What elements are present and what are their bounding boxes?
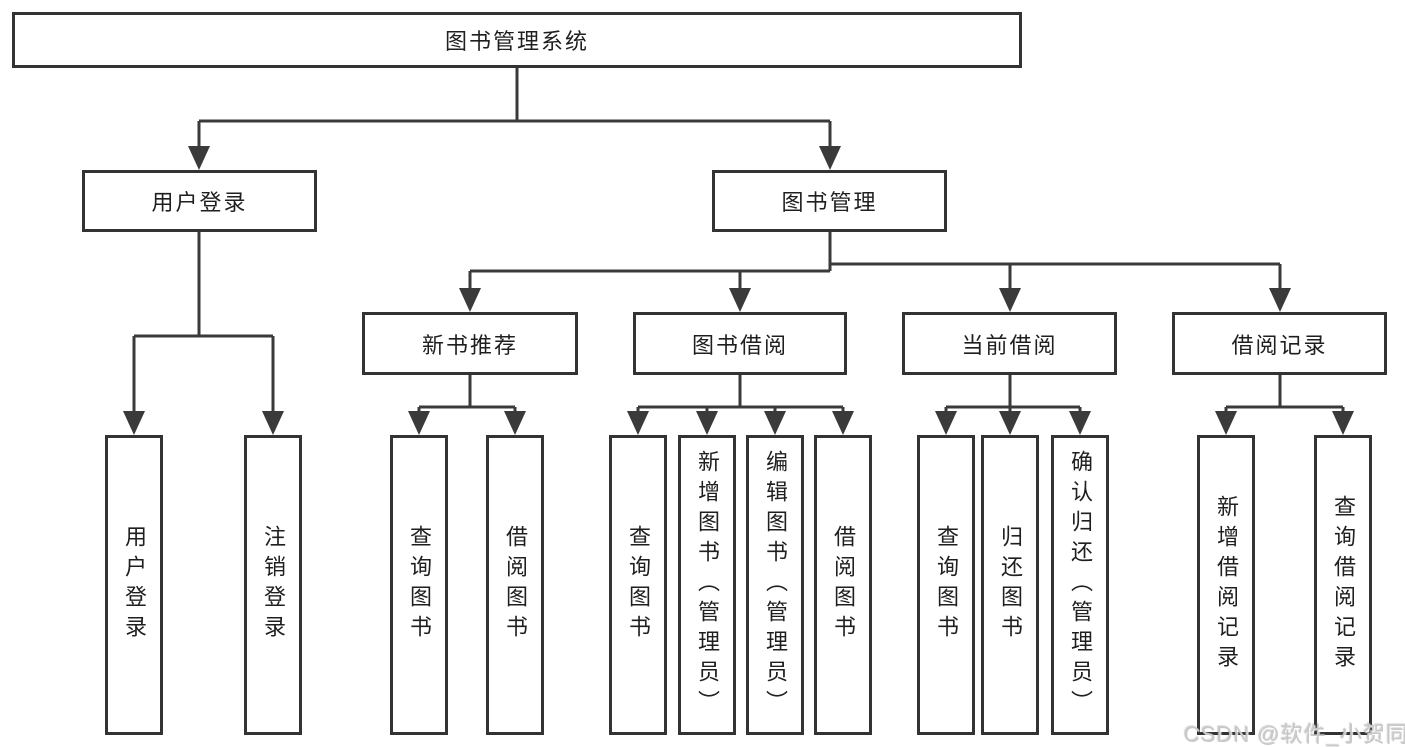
arrow-leaf-bb3 <box>832 411 854 435</box>
arrow-current-borrow <box>999 288 1021 312</box>
leaf-borrow-books: 借阅图书 <box>814 435 872 735</box>
leaf-add-borrow-record: 新增借阅记录 <box>1197 435 1255 735</box>
arrow-book-mgmt <box>819 146 841 170</box>
arrow-leaf-cb2 <box>1069 411 1091 435</box>
leaf-query-books-recommend: 查询图书 <box>390 435 448 735</box>
arrow-leaf-ul1 <box>262 411 284 435</box>
arrow-borrow-record <box>1269 288 1291 312</box>
arrow-leaf-nb1 <box>504 411 526 435</box>
arrow-leaf-cb0 <box>935 411 957 435</box>
arrow-user-login <box>188 146 210 170</box>
leaf-return-book: 归还图书 <box>981 435 1039 735</box>
leaf-add-book-admin: 新增图书（管理员） <box>678 435 736 735</box>
leaf-confirm-return-admin: 确认归还（管理员） <box>1051 435 1109 735</box>
arrow-new-book <box>459 288 481 312</box>
arrow-leaf-bb0 <box>627 411 649 435</box>
leaf-query-books-current: 查询图书 <box>917 435 975 735</box>
leaf-query-borrow-record: 查询借阅记录 <box>1314 435 1372 735</box>
arrow-leaf-bb2 <box>764 411 786 435</box>
arrow-leaf-rc0 <box>1215 411 1237 435</box>
leaf-query-books-borrow: 查询图书 <box>609 435 667 735</box>
leaf-user-login: 用户登录 <box>105 435 163 735</box>
arrow-leaf-ul0 <box>123 411 145 435</box>
node-book-management: 图书管理 <box>712 170 947 232</box>
arrow-leaf-nb0 <box>408 411 430 435</box>
node-current-borrow: 当前借阅 <box>902 312 1117 375</box>
arrow-leaf-rc1 <box>1332 411 1354 435</box>
arrow-leaf-cb1 <box>999 411 1021 435</box>
leaf-borrow-books-recommend: 借阅图书 <box>486 435 544 735</box>
node-root-system: 图书管理系统 <box>12 12 1022 68</box>
node-book-borrow: 图书借阅 <box>633 312 847 375</box>
arrow-book-borrow <box>729 288 751 312</box>
node-borrow-record: 借阅记录 <box>1172 312 1387 375</box>
arrow-leaf-bb1 <box>696 411 718 435</box>
csdn-watermark: CSDN @软件_小贺同学 <box>1184 722 1405 747</box>
leaf-logout: 注销登录 <box>244 435 302 735</box>
leaf-edit-book-admin: 编辑图书（管理员） <box>746 435 804 735</box>
node-new-book-recommend: 新书推荐 <box>362 312 578 375</box>
node-user-login: 用户登录 <box>82 170 317 232</box>
